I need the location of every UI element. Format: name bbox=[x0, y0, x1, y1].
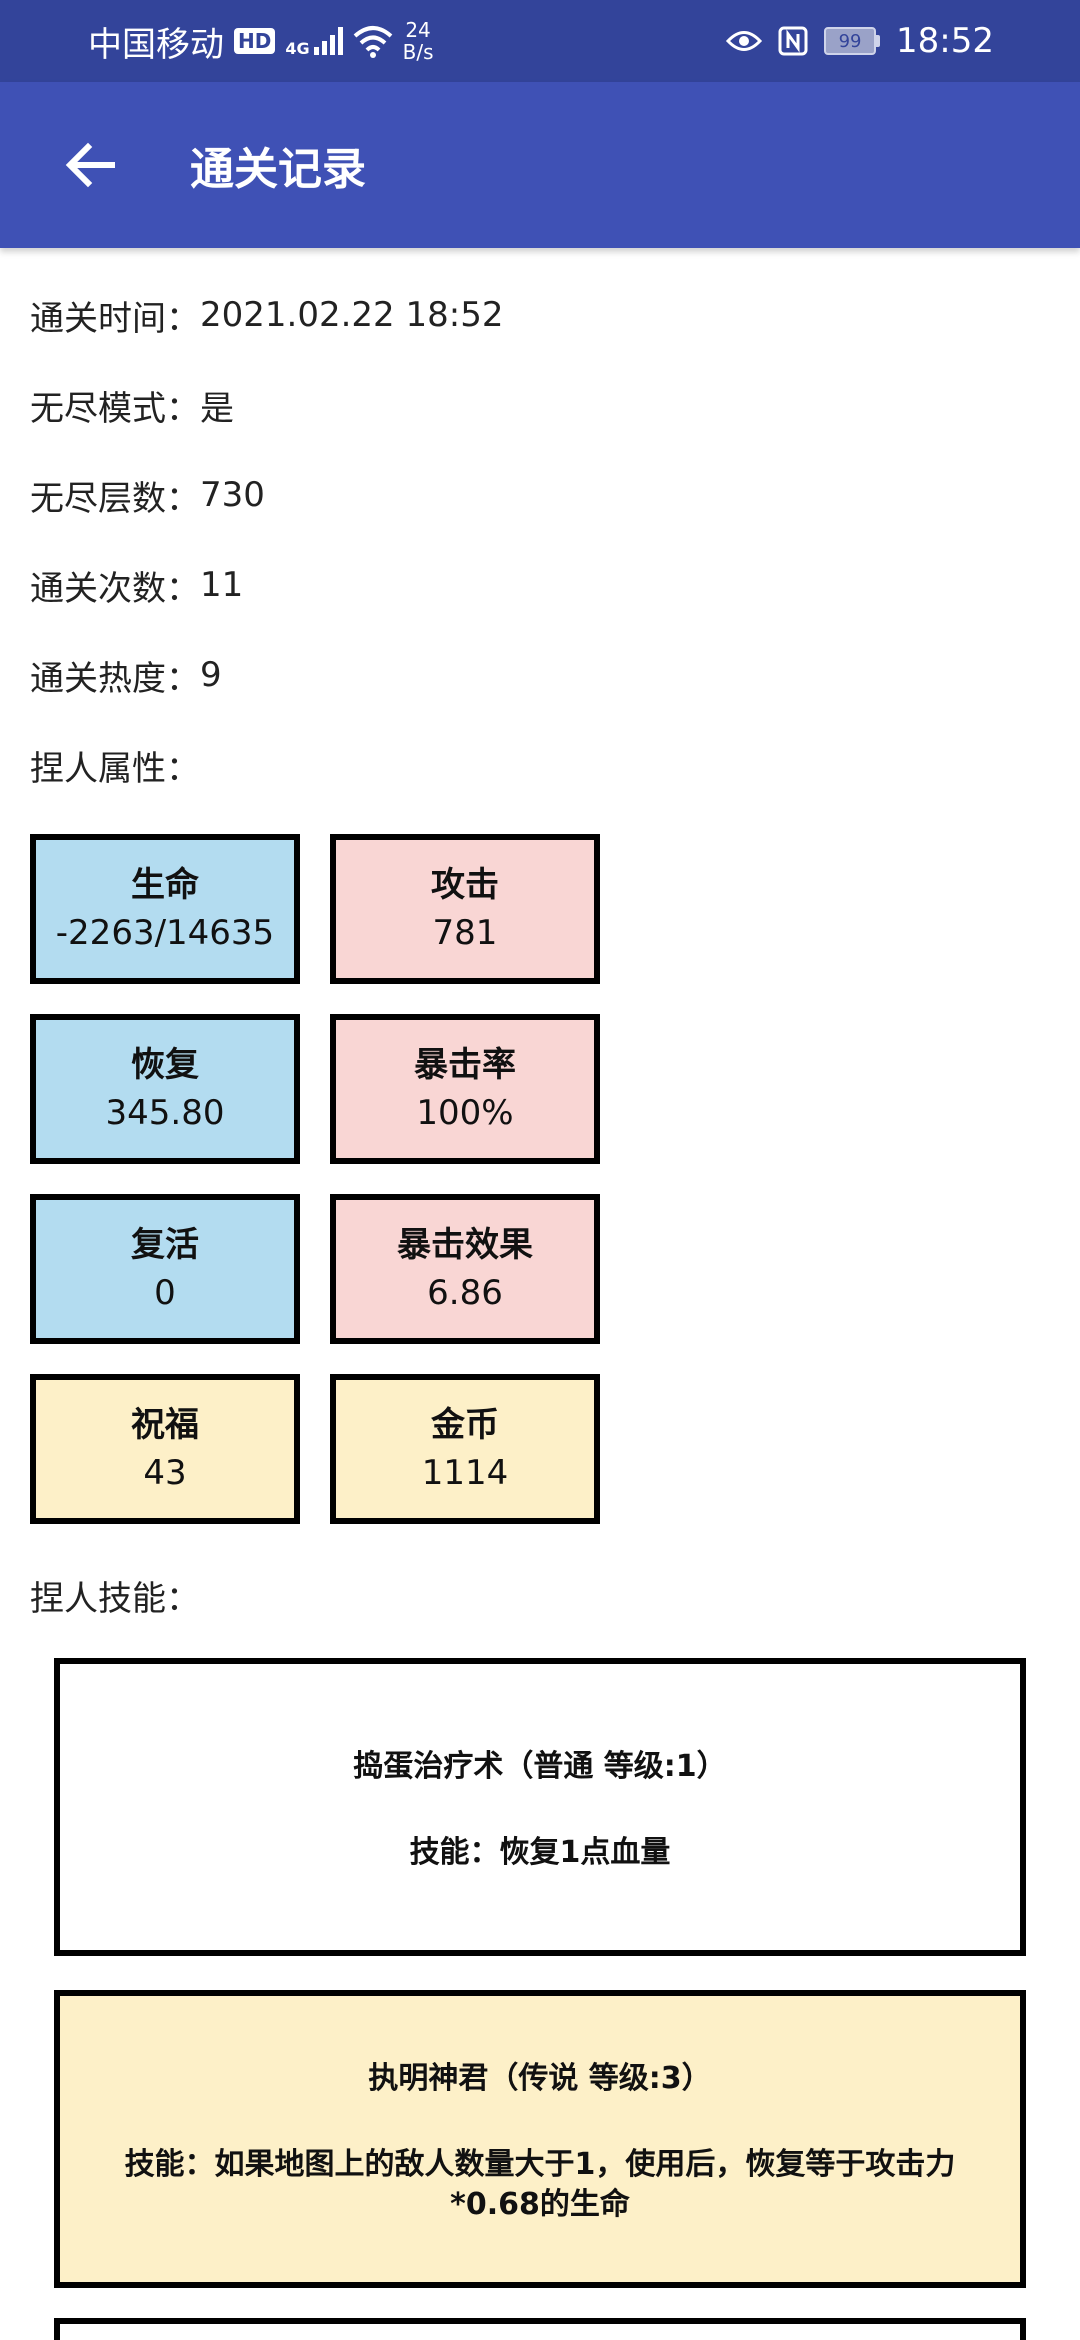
skill-card: 执明神君（传说 等级:3） 技能：如果地图上的敌人数量大于1，使用后，恢复等于攻… bbox=[54, 1990, 1026, 2288]
carrier-name: 中国移动 bbox=[88, 24, 224, 65]
info-row-clear-count: 通关次数： 11 bbox=[30, 540, 1030, 630]
skill-title: 捣蛋治疗术（普通 等级:1） bbox=[353, 1749, 727, 1784]
skill-card: 捣蛋治疗术（普通 等级:1） 技能：恢复1点血量 bbox=[54, 1658, 1026, 1956]
info-label: 通关时间： bbox=[30, 298, 200, 339]
info-row-endless-mode: 无尽模式： 是 bbox=[30, 360, 1030, 450]
info-value: 2021.02.22 18:52 bbox=[200, 295, 504, 335]
stat-value: -2263/14635 bbox=[55, 913, 275, 953]
info-value: 730 bbox=[200, 475, 265, 515]
stats-grid: 生命 -2263/14635 攻击 781 恢复 345.80 暴击率 100%… bbox=[30, 834, 610, 1554]
hd-icon: HD bbox=[234, 28, 276, 54]
info-row-heat: 通关热度： 9 bbox=[30, 630, 1030, 720]
skills-label: 捏人技能： bbox=[30, 1578, 200, 1619]
info-label: 通关次数： bbox=[30, 568, 200, 609]
stat-blessing: 祝福 43 bbox=[30, 1374, 300, 1524]
skill-title: 执明神君（传说 等级:3） bbox=[368, 2061, 712, 2096]
stat-hp: 生命 -2263/14635 bbox=[30, 834, 300, 984]
info-label: 无尽层数： bbox=[30, 478, 200, 519]
stat-recovery: 恢复 345.80 bbox=[30, 1014, 300, 1164]
record-info: 通关时间： 2021.02.22 18:52 无尽模式： 是 无尽层数： 730… bbox=[30, 270, 1030, 810]
stat-name: 金币 bbox=[431, 1405, 499, 1445]
stat-value: 345.80 bbox=[105, 1093, 225, 1133]
page-title: 通关记录 bbox=[190, 144, 366, 195]
info-label: 捏人属性： bbox=[30, 748, 200, 789]
stat-value: 43 bbox=[143, 1453, 187, 1493]
info-row-endless-floors: 无尽层数： 730 bbox=[30, 450, 1030, 540]
arrow-left-icon bbox=[65, 142, 115, 188]
speed-unit: B/s bbox=[402, 40, 434, 64]
stat-crit-effect: 暴击效果 6.86 bbox=[330, 1194, 600, 1344]
nfc-icon bbox=[778, 26, 808, 56]
stat-name: 暴击效果 bbox=[397, 1225, 533, 1265]
stat-name: 复活 bbox=[131, 1225, 199, 1265]
signal-icon bbox=[313, 27, 343, 55]
skill-desc: 技能：如果地图上的敌人数量大于1，使用后，恢复等于攻击力*0.68的生命 bbox=[124, 2147, 956, 2222]
status-bar: 中国移动 HD 4G 24 B/s 99 18:52 bbox=[0, 0, 1080, 82]
app-bar: 通关记录 bbox=[0, 82, 1080, 248]
clock: 18:52 bbox=[896, 21, 994, 61]
stat-value: 0 bbox=[154, 1273, 176, 1313]
stat-value: 1114 bbox=[421, 1453, 509, 1493]
info-value: 是 bbox=[200, 388, 234, 429]
wifi-icon bbox=[353, 26, 392, 58]
battery-level: 99 bbox=[824, 27, 877, 55]
info-value: 11 bbox=[200, 565, 244, 605]
stat-value: 781 bbox=[432, 913, 498, 953]
battery-icon: 99 bbox=[824, 27, 881, 55]
stat-value: 100% bbox=[416, 1093, 514, 1133]
stat-name: 生命 bbox=[131, 865, 199, 905]
stat-crit-rate: 暴击率 100% bbox=[330, 1014, 600, 1164]
back-button[interactable] bbox=[40, 115, 140, 215]
network-speed: 24 B/s bbox=[403, 19, 434, 63]
skill-desc: 技能：恢复1点血量 bbox=[409, 1835, 671, 1870]
info-value: 9 bbox=[200, 655, 222, 695]
eye-icon bbox=[726, 31, 763, 51]
network-type: 4G bbox=[285, 38, 310, 58]
info-row-clear-time: 通关时间： 2021.02.22 18:52 bbox=[30, 270, 1030, 360]
stat-name: 攻击 bbox=[431, 865, 499, 905]
speed-value: 24 bbox=[405, 18, 431, 42]
stat-name: 暴击率 bbox=[414, 1045, 516, 1085]
skill-card-partial bbox=[54, 2318, 1026, 2340]
stat-revive: 复活 0 bbox=[30, 1194, 300, 1344]
info-label: 无尽模式： bbox=[30, 388, 200, 429]
stat-name: 祝福 bbox=[131, 1405, 199, 1445]
status-right: 99 18:52 bbox=[726, 21, 994, 61]
stat-attack: 攻击 781 bbox=[330, 834, 600, 984]
info-label: 通关热度： bbox=[30, 658, 200, 699]
info-row-attributes: 捏人属性： bbox=[30, 720, 1030, 810]
stat-value: 6.86 bbox=[427, 1273, 503, 1313]
status-left: 中国移动 HD 4G 24 B/s bbox=[88, 17, 434, 66]
stat-name: 恢复 bbox=[131, 1045, 199, 1085]
stat-gold: 金币 1114 bbox=[330, 1374, 600, 1524]
